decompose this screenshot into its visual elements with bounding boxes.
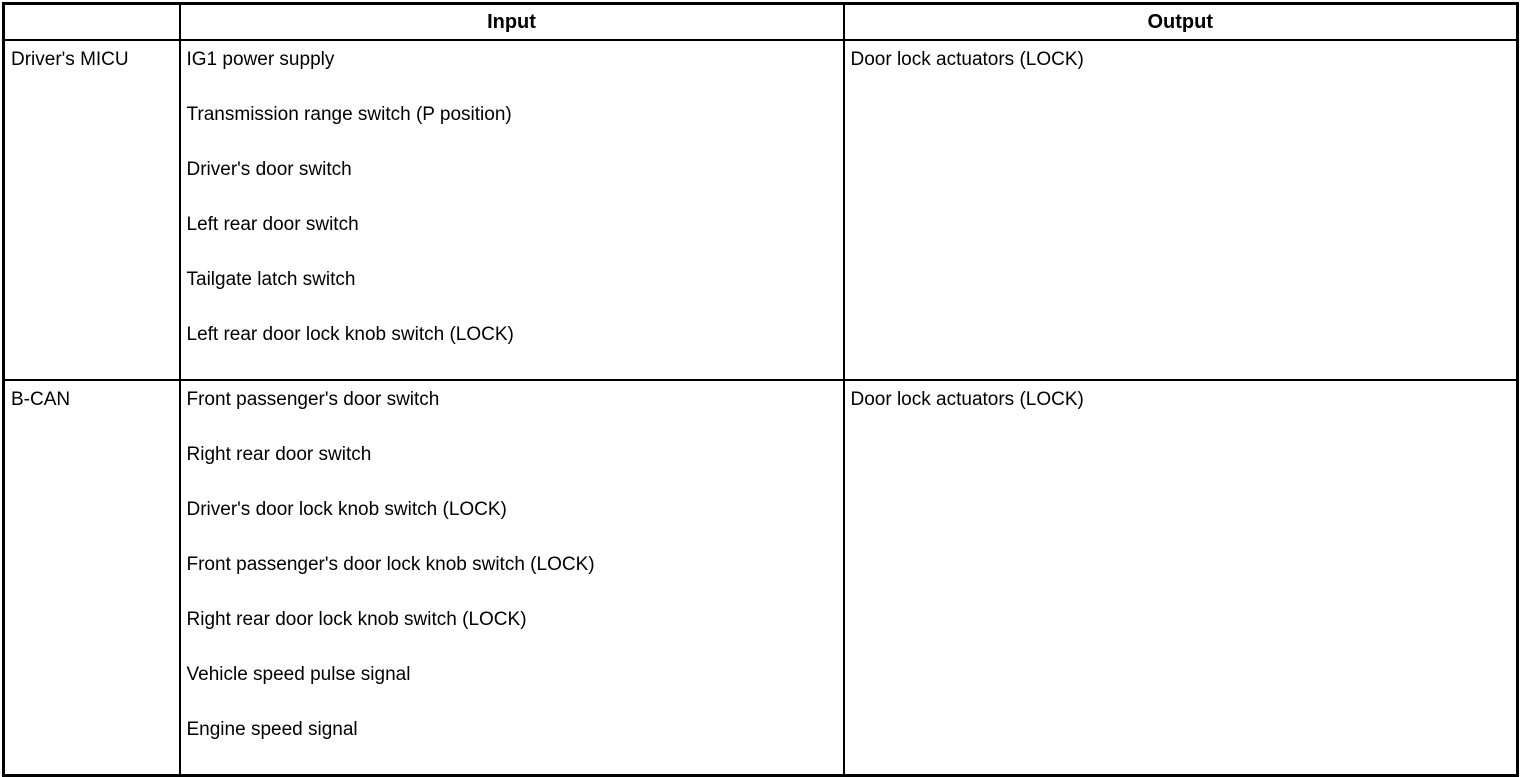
header-source-cell	[2, 2, 181, 41]
input-cell: IG1 power supply Transmission range swit…	[178, 39, 845, 381]
input-item: Vehicle speed pulse signal	[186, 664, 411, 685]
table-row: Driver's MICU IG1 power supply Transmiss…	[2, 39, 1519, 381]
input-item: Driver's door switch	[186, 159, 352, 180]
table-row: B-CAN Front passenger's door switch Righ…	[2, 379, 1519, 777]
header-row: Input Output	[2, 2, 1519, 41]
output-label: Door lock actuators (LOCK)	[850, 389, 1084, 410]
input-cell: Front passenger's door switch Right rear…	[178, 379, 845, 777]
source-label: Driver's MICU	[11, 49, 129, 70]
header-output-cell: Output	[842, 2, 1519, 41]
input-item: Engine speed signal	[186, 719, 358, 740]
input-item: Left rear door switch	[186, 214, 359, 235]
input-item: Right rear door switch	[186, 444, 372, 465]
header-input-cell: Input	[178, 2, 845, 41]
input-item: IG1 power supply	[186, 49, 335, 70]
input-item: Right rear door lock knob switch (LOCK)	[186, 609, 527, 630]
input-item: Transmission range switch (P position)	[186, 104, 512, 125]
source-label: B-CAN	[11, 389, 71, 410]
output-cell: Door lock actuators (LOCK)	[842, 39, 1519, 381]
input-item: Left rear door lock knob switch (LOCK)	[186, 324, 514, 345]
input-item: Front passenger's door lock knob switch …	[186, 554, 595, 575]
output-cell: Door lock actuators (LOCK)	[842, 379, 1519, 777]
source-cell: Driver's MICU	[2, 39, 181, 381]
input-item: Driver's door lock knob switch (LOCK)	[186, 499, 507, 520]
source-cell: B-CAN	[2, 379, 181, 777]
output-label: Door lock actuators (LOCK)	[850, 49, 1084, 70]
input-item: Tailgate latch switch	[186, 269, 356, 290]
input-item: Front passenger's door switch	[186, 389, 440, 410]
